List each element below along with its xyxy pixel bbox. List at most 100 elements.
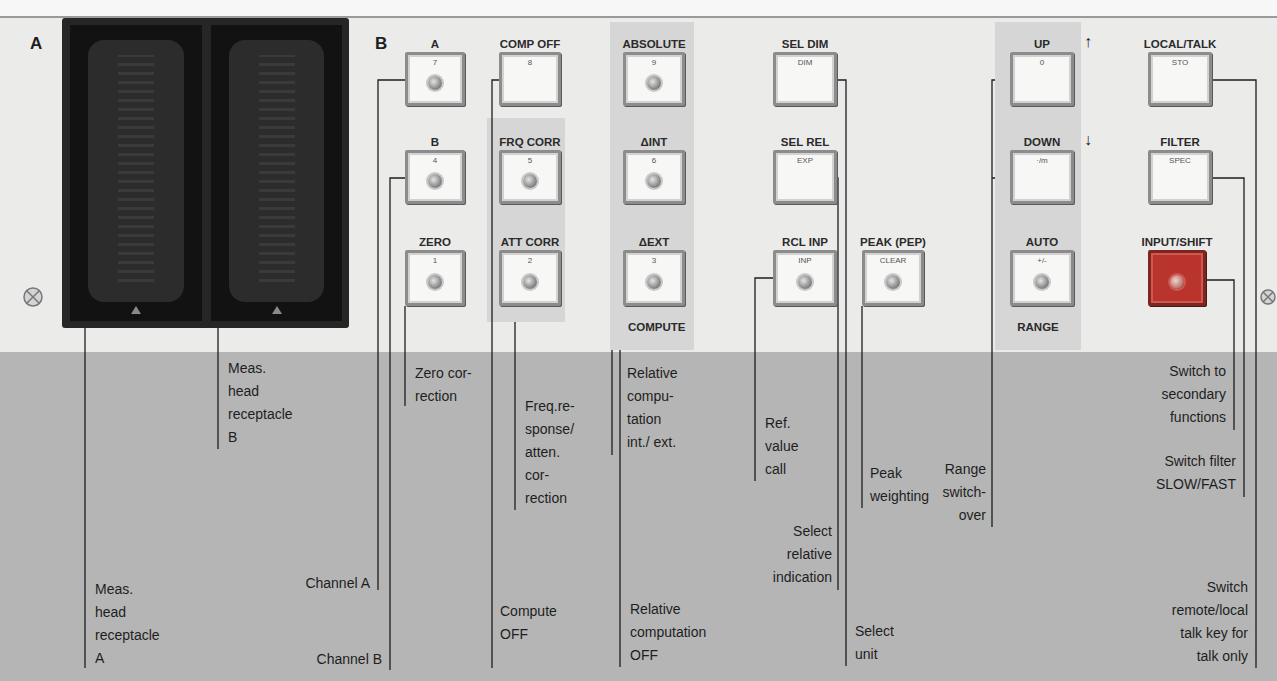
key-label: PEAK (PEP) bbox=[860, 235, 926, 250]
callout-text: Range switch- over bbox=[931, 458, 986, 527]
key-label: DOWN bbox=[1024, 135, 1060, 150]
key-led bbox=[428, 174, 442, 188]
key-led bbox=[1170, 275, 1184, 289]
leader-line bbox=[514, 322, 515, 510]
panel-screw bbox=[24, 288, 42, 306]
key-label: SEL REL bbox=[781, 135, 829, 150]
callout-text: Switch remote/local talk key for talk on… bbox=[1158, 576, 1248, 668]
leader-line bbox=[492, 80, 499, 668]
key-legend: 6 bbox=[626, 156, 682, 166]
key-legend: ·/m bbox=[1013, 156, 1071, 166]
key-led bbox=[428, 76, 442, 90]
correction-band bbox=[487, 118, 565, 322]
key-legend: CLEAR bbox=[865, 256, 921, 266]
key-legend: INP bbox=[776, 256, 834, 266]
panel-key: LOCAL/TALKSTO bbox=[1148, 52, 1212, 106]
panel-key: ZERO1 bbox=[405, 250, 465, 306]
panel-key: B4 bbox=[405, 150, 465, 204]
callout-text: Select relative indication bbox=[762, 520, 832, 589]
receptacle-marker bbox=[131, 306, 141, 314]
key-label: ZERO bbox=[419, 235, 451, 250]
panel-key: ΔINT6 bbox=[623, 150, 685, 204]
shift-key: INPUT/SHIFT bbox=[1148, 250, 1206, 306]
receptacle-contacts bbox=[259, 55, 295, 287]
panel-key: ΔEXT3 bbox=[623, 250, 685, 306]
callout-text: Select unit bbox=[855, 620, 900, 666]
panel-key: SEL RELEXP bbox=[773, 150, 837, 204]
callout-text: Meas. head receptacle B bbox=[228, 357, 296, 449]
panel-key: UP0 bbox=[1010, 52, 1074, 106]
receptacle-frame bbox=[62, 18, 349, 328]
panel-key: PEAK (PEP)CLEAR bbox=[862, 250, 924, 306]
lower-panel bbox=[0, 352, 1277, 681]
key-led bbox=[647, 275, 661, 289]
panel-key: FILTERSPEC bbox=[1148, 150, 1212, 204]
key-legend: 3 bbox=[626, 256, 682, 266]
key-led bbox=[647, 174, 661, 188]
key-label: RCL INP bbox=[782, 235, 828, 250]
key-legend: 4 bbox=[408, 156, 462, 166]
panel-key: A7 bbox=[405, 52, 465, 106]
group-label: COMPUTE bbox=[628, 320, 686, 350]
key-label: COMP OFF bbox=[500, 37, 560, 52]
key-label: AUTO bbox=[1026, 235, 1058, 250]
key-label: B bbox=[431, 135, 439, 150]
callout-text: Switch to secondary functions bbox=[1154, 360, 1226, 429]
key-legend: 8 bbox=[502, 58, 558, 68]
callout-text: Meas. head receptacle A bbox=[95, 578, 163, 670]
leader-line bbox=[1206, 280, 1234, 430]
leader-line bbox=[84, 328, 85, 668]
key-legend: 5 bbox=[502, 156, 558, 166]
receptacle-slot bbox=[70, 25, 202, 321]
callout-text: Freq.re- sponse/ atten. cor- rection bbox=[525, 395, 583, 510]
key-led bbox=[798, 275, 812, 289]
callout-text: Zero cor- rection bbox=[415, 362, 477, 408]
receptacle-guide bbox=[229, 40, 324, 302]
key-label: SEL DIM bbox=[782, 37, 828, 52]
group-label: RANGE bbox=[1017, 320, 1059, 350]
key-label: FILTER bbox=[1160, 135, 1199, 150]
callout-text: Compute OFF bbox=[500, 600, 562, 646]
callout-text: Relative computation OFF bbox=[630, 598, 720, 667]
leader-line bbox=[378, 80, 405, 590]
panel-edge bbox=[0, 16, 1277, 18]
key-legend: EXP bbox=[776, 156, 834, 166]
panel-key: FRQ CORR5 bbox=[499, 150, 561, 204]
key-led bbox=[523, 275, 537, 289]
leader-line bbox=[861, 306, 862, 508]
section-letter: A bbox=[30, 34, 42, 54]
screw-slot bbox=[27, 291, 39, 303]
receptacle-marker bbox=[272, 306, 282, 314]
leader-line bbox=[390, 178, 405, 670]
panel-key: DOWN·/m bbox=[1010, 150, 1074, 204]
panel-top-strip bbox=[0, 0, 1277, 16]
leader-line bbox=[217, 328, 218, 449]
key-label: ΔEXT bbox=[639, 235, 670, 250]
receptacle-guide bbox=[88, 40, 184, 302]
key-legend: SPEC bbox=[1151, 156, 1209, 166]
key-legend: 1 bbox=[408, 256, 462, 266]
key-led bbox=[523, 174, 537, 188]
callout-text: Ref. value call bbox=[765, 412, 815, 481]
key-label: UP bbox=[1034, 37, 1050, 52]
arrow-symbol: ↑ bbox=[1084, 32, 1092, 52]
panel-key: ABSOLUTE9 bbox=[623, 52, 685, 106]
section-letter: B bbox=[375, 34, 387, 54]
panel-key: SEL DIMDIM bbox=[773, 52, 837, 106]
leader-line bbox=[404, 306, 405, 406]
receptacle-contacts bbox=[118, 55, 154, 287]
leader-line bbox=[831, 178, 838, 590]
panel-screw bbox=[1261, 290, 1275, 304]
key-legend: 0 bbox=[1013, 58, 1071, 68]
callout-text: Relative compu- tation int./ ext. bbox=[627, 362, 683, 454]
callout-text: Channel B bbox=[317, 648, 382, 671]
key-group-band: COMPUTEABSOLUTE9ΔINT6ΔEXT3 bbox=[610, 22, 694, 350]
key-label: ΔINT bbox=[641, 135, 668, 150]
key-label: INPUT/SHIFT bbox=[1142, 235, 1213, 250]
key-label: ABSOLUTE bbox=[622, 37, 685, 52]
arrow-symbol: ↓ bbox=[1084, 130, 1092, 150]
callout-text: Switch filter SLOW/FAST bbox=[1152, 450, 1236, 496]
callout-text: Channel A bbox=[305, 572, 370, 595]
